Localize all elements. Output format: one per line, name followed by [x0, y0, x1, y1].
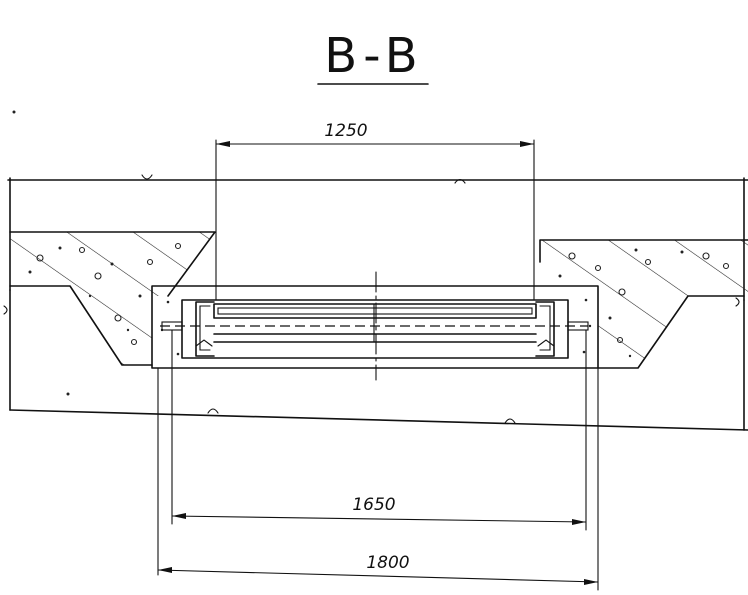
dimension-top-label: 1250 [324, 121, 367, 141]
dimension-top: 1250 [215, 121, 535, 301]
lower-layer [3, 289, 748, 431]
stray-mark [12, 110, 16, 114]
channel-assembly [160, 299, 589, 359]
section-title: B-B [317, 28, 429, 85]
dimension-outer-label: 1800 [366, 553, 409, 573]
stray-mark [66, 392, 70, 396]
concrete-fill-right [539, 239, 748, 369]
dimension-inner: 1650 [171, 329, 587, 531]
section-title-text: B-B [324, 28, 423, 84]
base-bedding [151, 285, 599, 369]
dimension-outer: 1800 [157, 367, 599, 591]
dimension-inner-label: 1650 [352, 495, 395, 515]
